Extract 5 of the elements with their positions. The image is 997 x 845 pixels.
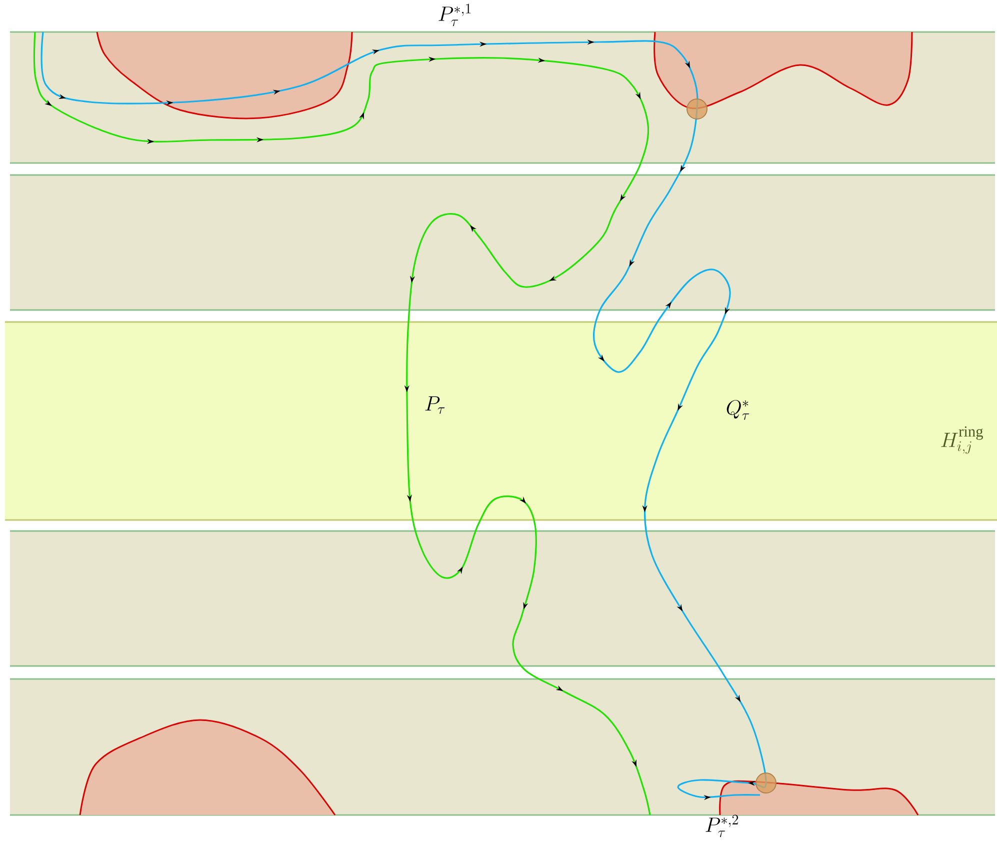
math-label: $P_\tau^{*,2}$ bbox=[706, 814, 738, 838]
math-label: $H_{i,j}^{\mathrm{ring}}$ bbox=[941, 426, 983, 454]
math-label: $P_\tau^{*,1}$ bbox=[438, 4, 471, 26]
math-label: $P_\tau$ bbox=[425, 396, 445, 414]
math-label: $Q_\tau^*$ bbox=[726, 400, 750, 420]
